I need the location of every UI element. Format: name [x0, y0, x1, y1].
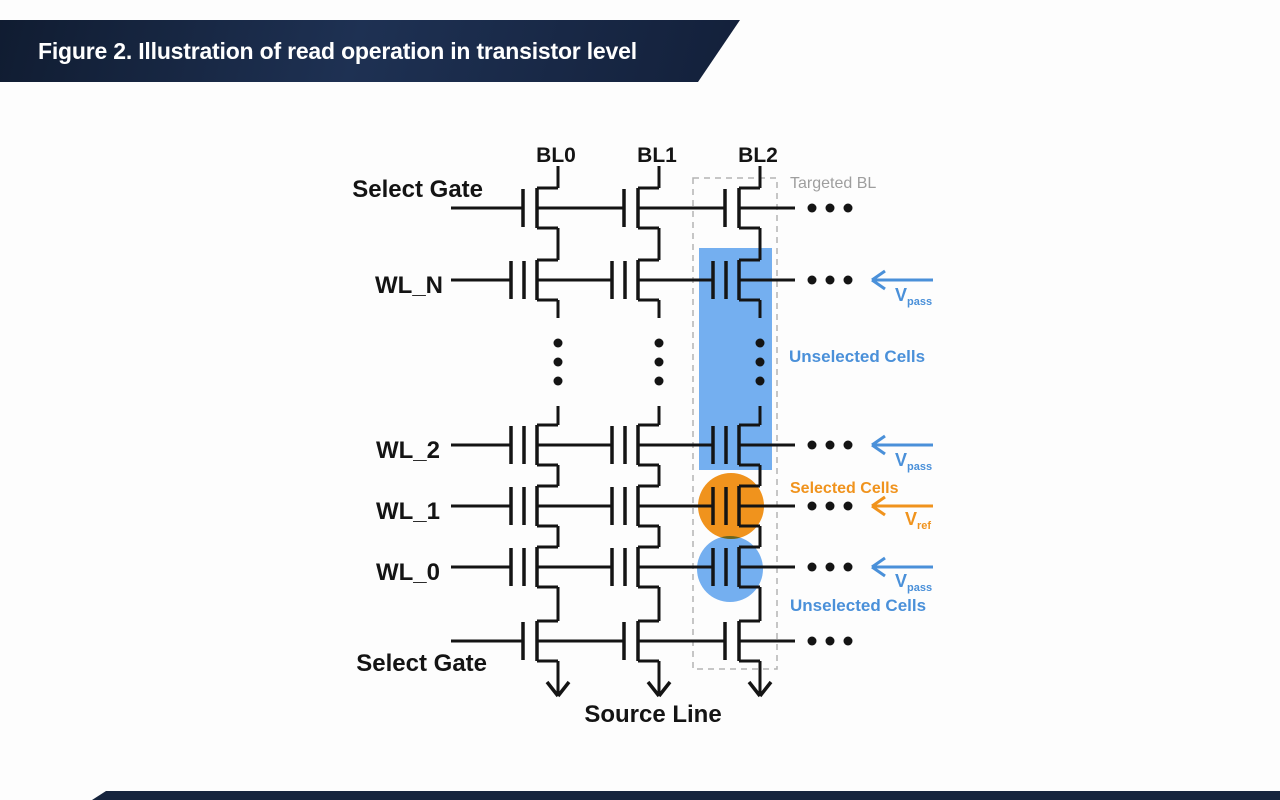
- figure-title: Figure 2. Illustration of read operation…: [38, 37, 637, 64]
- circuit-lines: [451, 166, 933, 698]
- bitline-label-bl2: BL2: [738, 144, 778, 167]
- wordline-label-wl-1: WL_1: [376, 498, 440, 525]
- vpass-label-wln: Vpass: [895, 285, 932, 308]
- unselected-cells-label-top: Unselected Cells: [789, 347, 925, 366]
- footer-accent-bar: [92, 791, 1280, 800]
- wordline-label-wl-2: WL_2: [376, 437, 440, 464]
- targeted-bl-dashed-box: [692, 177, 778, 670]
- wordline-label-wl-n: WL_N: [375, 272, 443, 299]
- source-line-label: Source Line: [584, 701, 721, 728]
- vref-label-wl1: Vref: [905, 509, 931, 532]
- unselected-cells-label-bottom: Unselected Cells: [790, 596, 926, 615]
- bitline-label-bl1: BL1: [637, 144, 677, 167]
- vpass-label-wl2: Vpass: [895, 450, 932, 473]
- targeted-bl-label: Targeted BL: [790, 175, 876, 192]
- bitline-label-bl0: BL0: [536, 144, 576, 167]
- selected-cells-label: Selected Cells: [790, 480, 899, 497]
- vpass-label-wl0: Vpass: [895, 571, 932, 594]
- figure-banner: Figure 2. Illustration of read operation…: [0, 20, 740, 82]
- wordline-label-select-gate-bottom: Select Gate: [356, 650, 487, 677]
- wordline-label-select-gate-top: Select Gate: [352, 176, 483, 203]
- wordline-label-wl-0: WL_0: [376, 559, 440, 586]
